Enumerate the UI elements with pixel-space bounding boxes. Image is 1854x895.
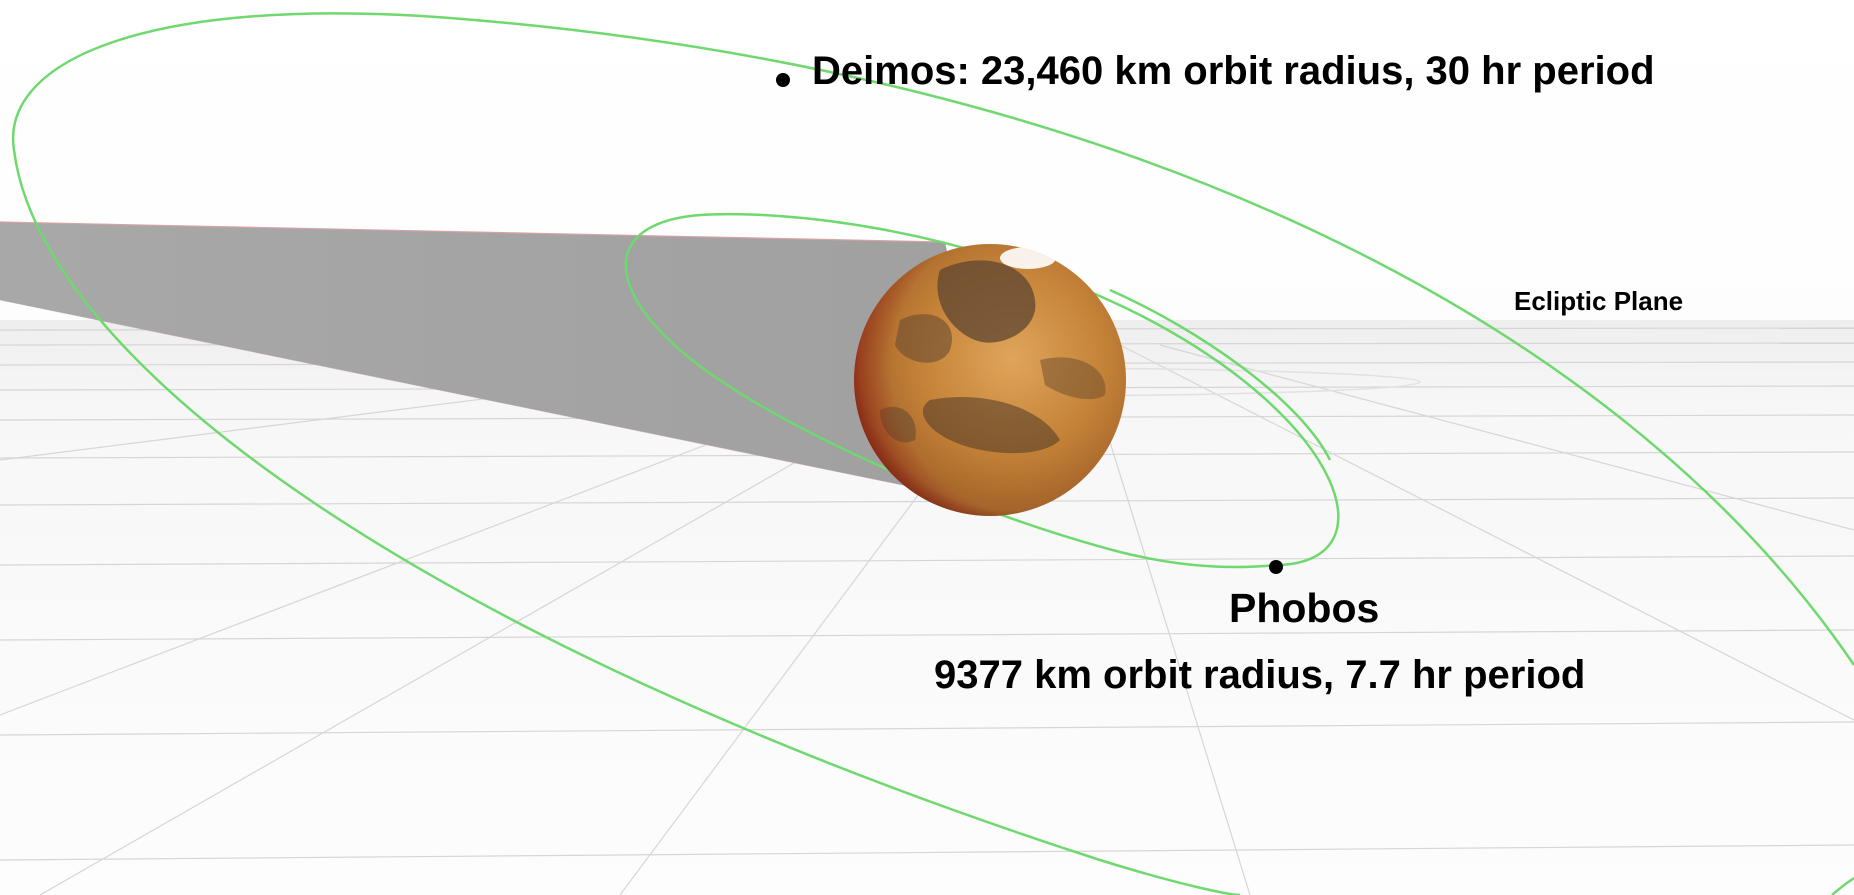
deimos-orbit	[11, 12, 1854, 895]
mars-shadow	[0, 222, 1000, 505]
phobos-detail-label: 9377 km orbit radius, 7.7 hr period	[934, 653, 1586, 697]
phobos-label: Phobos	[1229, 585, 1380, 631]
shadow-edge	[0, 221, 946, 243]
ecliptic-grid	[0, 327, 1854, 895]
deimos-orbit-tail	[1831, 876, 1854, 895]
mars-planet	[854, 244, 1126, 516]
shadow-edge-lower	[0, 299, 1001, 506]
deimos-label: Deimos: 23,460 km orbit radius, 30 hr pe…	[812, 49, 1655, 93]
ecliptic-plane-label: Ecliptic Plane	[1514, 286, 1684, 316]
phobos-marker	[1269, 560, 1283, 574]
phobos-orbit	[624, 212, 1340, 569]
deimos-marker	[776, 73, 790, 87]
phobos-orbit-front	[1109, 288, 1332, 461]
